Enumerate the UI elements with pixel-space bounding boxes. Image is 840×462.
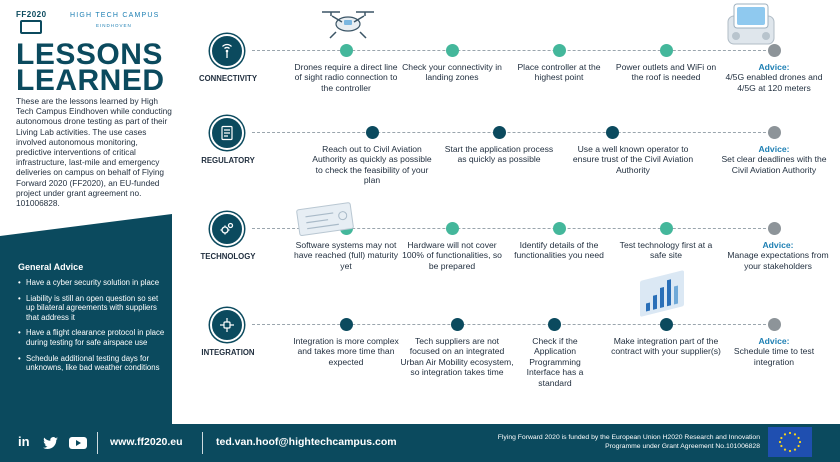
step-node	[553, 44, 566, 57]
step-text: Check if the Application Programming Int…	[526, 336, 584, 388]
timeline-line	[252, 228, 776, 229]
lesson-row-connectivity: CONNECTIVITY Drones require a direct lin…	[176, 34, 840, 124]
advice-title: Advice:	[758, 336, 790, 346]
page-title: LESSONS LEARNED	[16, 38, 165, 97]
general-advice-item: Liability is still an open question so s…	[18, 294, 166, 323]
drone-illustration	[322, 11, 374, 39]
step-node	[606, 126, 619, 139]
bar-graph-illustration	[640, 270, 684, 317]
step-text: Reach out to Civil Aviation Authority as…	[312, 144, 432, 186]
advice-text: Manage expectations from your stakeholde…	[727, 250, 829, 271]
advice-title: Advice:	[758, 144, 790, 154]
intro-text: These are the lessons learned by High Te…	[16, 96, 172, 209]
step-text: Power outlets and WiFi on the roof is ne…	[615, 62, 717, 83]
footer-divider	[97, 432, 98, 454]
timeline-line	[252, 324, 776, 325]
lesson-row-regulatory: REGULATORY Reach out to Civil Aviation A…	[176, 116, 840, 206]
controller-illustration	[727, 3, 775, 45]
advice-box: Advice: Schedule time to test integratio…	[720, 336, 828, 367]
general-advice-item: Have a flight clearance protocol in plac…	[18, 328, 166, 347]
step-text: Hardware will not cover 100% of function…	[402, 240, 502, 271]
htc-logo-subtext: EINDHOVEN	[96, 23, 132, 28]
step-text: Test technology first at a safe site	[619, 240, 713, 261]
linkedin-icon[interactable]: in	[18, 434, 30, 449]
step-node	[366, 126, 379, 139]
row-label: TECHNOLOGY	[200, 252, 256, 261]
footer: in www.ff2020.eu ted.van.hoof@hightechca…	[0, 424, 840, 462]
general-advice-panel: General Advice Have a cyber security sol…	[0, 214, 172, 424]
gears-icon	[210, 212, 244, 246]
network-icon	[210, 308, 244, 342]
htc-logo-text[interactable]: HIGH TECH CAMPUS	[70, 12, 160, 19]
email-link[interactable]: ted.van.hoof@hightechcampus.com	[216, 436, 397, 448]
step-text: Integration is more complex and takes mo…	[293, 336, 399, 367]
timeline-line	[252, 50, 776, 51]
step-node	[660, 318, 673, 331]
advice-text: Set clear deadlines with the Civil Aviat…	[721, 154, 827, 175]
row-label: REGULATORY	[201, 156, 255, 165]
website-link[interactable]: www.ff2020.eu	[110, 436, 183, 448]
step-node	[493, 126, 506, 139]
advice-text: 4/5G enabled drones and 4/5G at 120 mete…	[725, 72, 823, 93]
general-advice-item: Schedule additional testing days for unk…	[18, 354, 166, 373]
twitter-icon[interactable]	[42, 434, 60, 452]
ff2020-logo-text: FF2020	[16, 10, 47, 19]
lesson-row-technology: TECHNOLOGY Software systems may not have…	[176, 212, 840, 302]
row-label: CONNECTIVITY	[198, 74, 258, 83]
step-text: Tech suppliers are not focused on an int…	[400, 336, 514, 378]
ff2020-logo[interactable]: FF2020	[14, 10, 50, 36]
advice-node	[768, 318, 781, 331]
funding-notice: Flying Forward 2020 is funded by the Eur…	[497, 434, 760, 450]
step-text: Use a well known operator to ensure trus…	[572, 144, 694, 175]
step-node	[553, 222, 566, 235]
general-advice-title: General Advice	[18, 262, 84, 272]
advice-text: Schedule time to test integration	[733, 346, 815, 367]
step-node	[660, 222, 673, 235]
step-node	[660, 44, 673, 57]
general-advice-item: Have a cyber security solution in place	[18, 278, 166, 288]
footer-divider	[202, 432, 203, 454]
step-text: Identify details of the functionalities …	[514, 240, 604, 261]
advice-box: Advice: Manage expectations from your st…	[720, 240, 836, 271]
step-node	[451, 318, 464, 331]
youtube-icon[interactable]	[68, 434, 88, 452]
step-node	[548, 318, 561, 331]
general-advice-list: Have a cyber security solution in place …	[18, 278, 166, 379]
eu-flag-icon	[768, 427, 812, 457]
step-text: Drones require a direct line of sight ra…	[294, 62, 398, 93]
left-panel: FF2020 HIGH TECH CAMPUS EINDHOVEN LESSON…	[0, 0, 172, 424]
step-text: Place controller at the highest point	[517, 62, 601, 83]
advice-node	[768, 222, 781, 235]
document-icon	[210, 116, 244, 150]
lesson-row-integration: INTEGRATION Integration is more complex …	[176, 308, 840, 398]
document-illustration	[296, 202, 354, 236]
step-text: Make integration part of the contract wi…	[611, 336, 721, 357]
advice-box: Advice: Set clear deadlines with the Civ…	[720, 144, 828, 175]
step-text: Check your connectivity in landing zones	[402, 62, 502, 83]
step-node	[446, 44, 459, 57]
advice-title: Advice:	[758, 62, 790, 72]
step-node	[340, 44, 353, 57]
advice-node	[768, 44, 781, 57]
step-text: Start the application process as quickly…	[444, 144, 554, 165]
advice-node	[768, 126, 781, 139]
timeline-line	[252, 132, 776, 133]
advice-box: Advice: 4/5G enabled drones and 4/5G at …	[720, 62, 828, 93]
ff2020-logo-mark	[20, 20, 42, 34]
logo-bar: FF2020 HIGH TECH CAMPUS EINDHOVEN	[14, 10, 174, 36]
advice-title: Advice:	[762, 240, 794, 250]
step-node	[340, 318, 353, 331]
antenna-icon	[210, 34, 244, 68]
row-label: INTEGRATION	[201, 348, 255, 357]
step-text: Software systems may not have reached (f…	[293, 240, 399, 271]
step-node	[446, 222, 459, 235]
